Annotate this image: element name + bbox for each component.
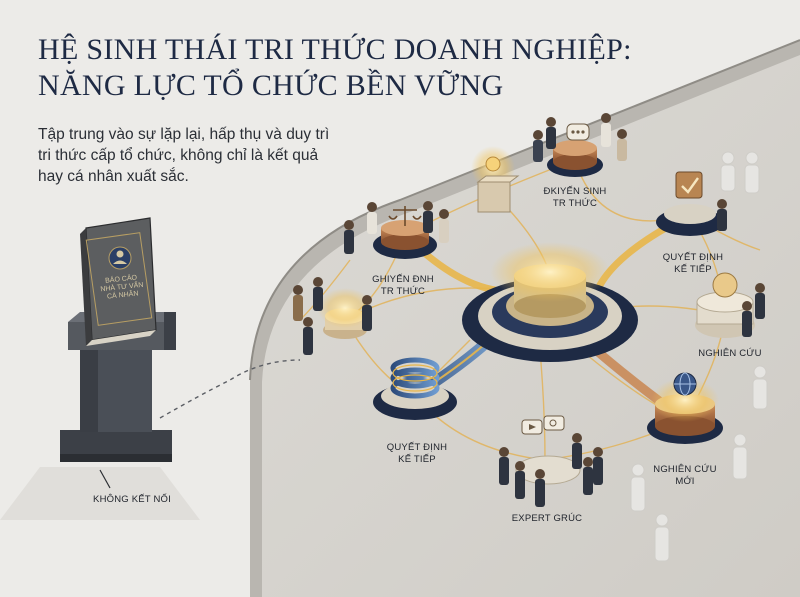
label-node-right-top: QUYẾT ĐỊNH KẾ TIẾP <box>638 252 748 276</box>
person-icon <box>654 513 670 562</box>
label-node-top: ĐKIYẾN SINH TR THỨC <box>520 186 630 210</box>
person-icon <box>108 246 132 270</box>
person-icon <box>535 469 545 507</box>
person-icon <box>617 129 627 161</box>
person-icon <box>572 433 582 469</box>
person-icon <box>313 277 323 311</box>
person-icon <box>344 220 354 254</box>
video-icon <box>521 419 543 435</box>
title-line-1: HỆ SINH THÁI TRI THỨC DOANH NGHIỆP: <box>38 33 632 66</box>
label-node-bottom-left: QUYẾT ĐỊNH KẾ TIẾP <box>362 442 472 466</box>
label-not-connected: KHÔNG KẾT NỐI <box>72 494 192 506</box>
person-icon <box>755 283 765 319</box>
page-title: HỆ SINH THÁI TRI THỨC DOANH NGHIỆP: NĂNG… <box>38 32 632 104</box>
label-node-right-top-line-2: KẾ TIẾP <box>674 264 712 275</box>
node-left-pedestal <box>317 288 373 339</box>
subtitle-line-3: hay cá nhân xuất sắc. <box>38 168 189 185</box>
globe-icon <box>673 372 697 396</box>
person-icon <box>533 130 543 162</box>
person-icon <box>744 151 760 194</box>
person-icon <box>717 199 727 231</box>
person-icon <box>720 151 736 192</box>
central-hub <box>462 242 638 362</box>
ghost-people <box>630 151 768 562</box>
person-icon <box>601 113 611 147</box>
person-icon <box>439 209 449 243</box>
label-node-right-top-line-1: QUYẾT ĐỊNH <box>662 252 724 263</box>
node-new-research <box>647 372 723 444</box>
checkbox-icon <box>675 171 703 199</box>
person-icon <box>752 365 768 410</box>
person-icon <box>742 301 752 337</box>
label-node-top-line-1: ĐKIYẾN SINH <box>543 186 607 197</box>
speech-bubble-icon <box>543 415 565 431</box>
person-icon <box>515 461 525 499</box>
subtitle-line-2: tri thức cấp tổ chức, không chỉ là kết q… <box>38 147 319 164</box>
label-node-bottom-right-line-1: NGHIÊN CỨU <box>653 464 717 475</box>
label-node-bottom-right: NGHIÊN CỨU MỚI <box>630 464 740 488</box>
node-knowledge-decision <box>373 206 437 259</box>
label-node-left-line-1: GHIYẾN ĐNH <box>372 274 434 285</box>
person-icon <box>362 295 372 331</box>
speech-bubble-icon <box>566 123 590 141</box>
person-icon <box>593 447 603 485</box>
label-node-bottom-line-1: EXPERT GRÚC <box>511 513 583 524</box>
disconnect-line <box>159 359 301 419</box>
lightbulb-cube <box>471 146 520 213</box>
person-icon <box>423 201 433 233</box>
label-leader-line <box>99 469 111 489</box>
title-line-2: NĂNG LỰC TỔ CHỨC BỀN VỮNG <box>38 69 504 102</box>
person-icon <box>499 447 509 485</box>
person-icon <box>303 317 313 355</box>
node-research <box>695 272 755 338</box>
label-node-bottom-left-line-1: QUYẾT ĐỊNH <box>386 442 448 453</box>
consultant-report-book <box>80 217 157 346</box>
person-icon <box>732 433 748 480</box>
label-node-bottom-left-line-2: KẾ TIẾP <box>398 454 436 465</box>
label-node-right-mid: NGHIÊN CỨU <box>680 348 780 360</box>
person-icon <box>367 202 377 234</box>
page-subtitle: Tập trung vào sự lặp lại, hấp thụ và duy… <box>38 124 368 187</box>
scales-icon <box>388 206 422 226</box>
node-knowledge-creation <box>547 123 603 177</box>
people <box>293 113 765 507</box>
label-node-top-line-2: TR THỨC <box>552 198 598 209</box>
node-next-decision-top <box>656 171 724 236</box>
label-node-bottom: EXPERT GRÚC <box>492 513 602 525</box>
person-icon <box>293 285 303 321</box>
label-node-left: GHIYẾN ĐNH TR THỨC <box>348 274 458 298</box>
person-icon <box>630 463 646 512</box>
person-icon <box>546 117 556 149</box>
label-node-left-line-2: TR THỨC <box>380 286 426 297</box>
person-icon <box>583 457 593 495</box>
label-not-connected-text: KHÔNG KẾT NỐI <box>93 494 171 505</box>
node-expert-group <box>515 415 581 485</box>
label-node-bottom-right-line-2: MỚI <box>675 476 695 487</box>
node-next-decision-bottom <box>373 357 457 420</box>
subtitle-line-1: Tập trung vào sự lặp lại, hấp thụ và duy… <box>38 126 330 143</box>
lightbulb-icon <box>485 156 501 172</box>
label-node-right-mid-line-1: NGHIÊN CỨU <box>698 348 762 359</box>
